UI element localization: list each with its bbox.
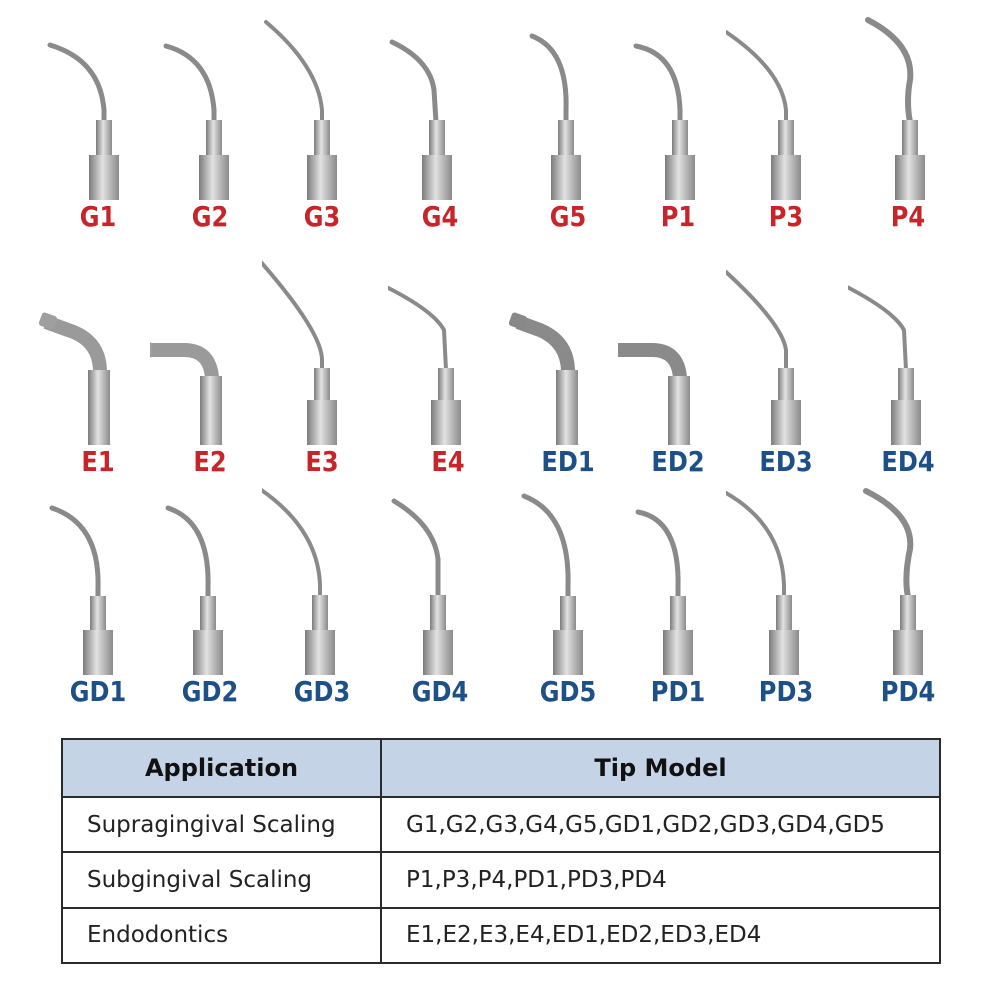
tip-label: PD1 — [650, 675, 706, 708]
scaler-tip-gentle-curve-icon — [49, 505, 113, 675]
tip-label: G4 — [421, 200, 459, 233]
scaler-tip-long-straight-icon — [726, 269, 801, 445]
cell-tip-model: P1,P3,P4,PD1,PD3,PD4 — [380, 851, 941, 909]
scaler-tip-long-straight-icon — [262, 260, 337, 445]
table-row: Subgingival Scaling P1,P3,P4,PD1,PD3,PD4 — [61, 851, 941, 909]
tip-e2: E2 — [150, 300, 270, 479]
tip-label: P4 — [890, 200, 926, 233]
scaler-tip-gentle-curve-icon — [529, 33, 581, 200]
tip-gd3: GD3 — [262, 485, 382, 709]
tip-g5: G5 — [508, 30, 628, 234]
tip-g1: G1 — [38, 30, 158, 234]
scaler-tip-long-straight-icon — [726, 491, 799, 675]
scaler-tip-long-straight-icon — [262, 487, 335, 675]
tip-label: G5 — [549, 200, 587, 233]
scaler-tip-long-straight-icon — [726, 30, 801, 200]
tip-p4: P4 — [848, 10, 968, 234]
cell-tip-model: E1,E2,E3,E4,ED1,ED2,ED3,ED4 — [380, 906, 941, 965]
scaler-tip-gentle-curve-icon — [47, 42, 119, 200]
tip-pd3: PD3 — [726, 485, 846, 709]
tip-label: GD4 — [411, 675, 469, 708]
tip-label: GD3 — [293, 675, 351, 708]
tip-ed4: ED4 — [848, 250, 968, 479]
scaler-tip-long-straight-icon — [848, 285, 921, 445]
tip-e1: E1 — [38, 300, 158, 479]
tip-pd4: PD4 — [848, 485, 968, 709]
tip-gd4: GD4 — [380, 495, 500, 709]
scaler-tip-s-curve-icon — [863, 488, 923, 675]
scaler-tip-gentle-curve-icon — [635, 509, 693, 675]
tip-label: E1 — [81, 445, 115, 478]
tip-label: P1 — [660, 200, 696, 233]
tip-pd1: PD1 — [618, 500, 738, 709]
tip-g4: G4 — [380, 30, 500, 234]
scaler-tip-hook-icon — [391, 498, 453, 675]
tip-gd5: GD5 — [508, 490, 628, 709]
tip-label: ED1 — [541, 445, 595, 478]
tip-label: G2 — [191, 200, 229, 233]
endo-wrench-tip-icon — [508, 312, 578, 445]
endo-wrench-tip-icon — [38, 312, 110, 445]
table-row: Endodontics E1,E2,E3,E4,ED1,ED2,ED3,ED4 — [61, 906, 941, 965]
tip-label: G1 — [79, 200, 117, 233]
tip-label: E2 — [193, 445, 227, 478]
scaler-tip-hook-icon — [389, 39, 452, 200]
tip-grid: G1 G2 G3 G4 G5 P1 P3 P4 — [38, 10, 968, 709]
header-tip-model: Tip Model — [380, 738, 941, 798]
tip-label: E4 — [431, 445, 465, 478]
scaler-tip-gentle-curve-icon — [633, 43, 695, 200]
tip-label: ED2 — [651, 445, 705, 478]
tip-label: ED4 — [881, 445, 935, 478]
cell-application: Supragingival Scaling — [61, 795, 382, 854]
scaler-tip-long-straight-icon — [388, 285, 461, 445]
endo-wrench-tip-icon — [150, 342, 222, 445]
scaler-tip-gentle-curve-icon — [165, 505, 223, 675]
table-row: Supragingival Scaling G1,G2,G3,G4,G5,GD1… — [61, 795, 941, 854]
tip-ed3: ED3 — [726, 250, 846, 479]
table-header-row: Application Tip Model — [61, 738, 941, 798]
tip-label: G3 — [303, 200, 341, 233]
cell-tip-model: G1,G2,G3,G4,G5,GD1,GD2,GD3,GD4,GD5 — [380, 795, 941, 854]
tip-label: PD4 — [880, 675, 936, 708]
tip-gd1: GD1 — [38, 500, 158, 709]
application-table: Application Tip Model Supragingival Scal… — [61, 738, 941, 965]
tip-e3: E3 — [262, 250, 382, 479]
tip-label: P3 — [768, 200, 804, 233]
tip-label: E3 — [305, 445, 339, 478]
tip-label: ED3 — [759, 445, 813, 478]
tip-ed2: ED2 — [618, 300, 738, 479]
tip-g2: G2 — [150, 30, 270, 234]
tip-e4: E4 — [388, 250, 508, 479]
endo-wrench-tip-icon — [618, 343, 690, 445]
tip-ed1: ED1 — [508, 300, 628, 479]
tip-label: GD2 — [181, 675, 239, 708]
tip-p1: P1 — [618, 30, 738, 234]
tip-g3: G3 — [262, 10, 382, 234]
header-application: Application — [61, 738, 382, 798]
tip-label: GD1 — [69, 675, 127, 708]
scaler-tip-gentle-curve-icon — [163, 43, 229, 200]
tip-p3: P3 — [726, 30, 846, 234]
tip-gd2: GD2 — [150, 500, 270, 709]
cell-application: Endodontics — [61, 906, 382, 965]
cell-application: Subgingival Scaling — [61, 851, 382, 909]
tip-label: PD3 — [758, 675, 814, 708]
scaler-tip-gentle-curve-icon — [521, 493, 583, 675]
scaler-tip-long-straight-icon — [264, 20, 337, 200]
tip-label: GD5 — [539, 675, 597, 708]
scaler-tip-s-curve-icon — [865, 17, 925, 200]
